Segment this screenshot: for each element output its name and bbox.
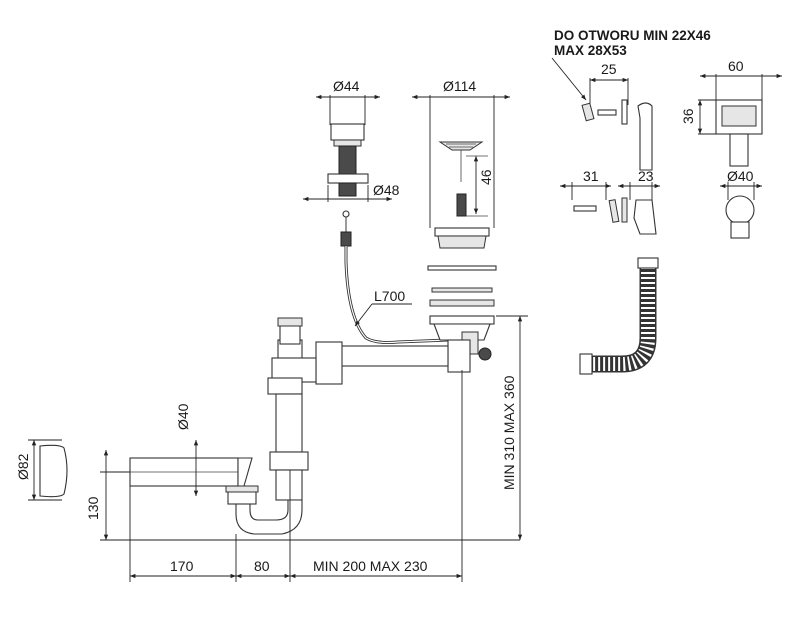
dim-w-min200-max230: MIN 200 MAX 230 — [313, 558, 428, 574]
overflow-plug-part — [303, 94, 392, 202]
dim-d82: Ø82 — [15, 453, 31, 480]
bottom-dimension-lines — [129, 370, 463, 582]
overflow-cap-parts — [560, 77, 660, 235]
dim-w23: 23 — [638, 168, 654, 184]
drain-assembly — [28, 315, 495, 535]
dim-h46: 46 — [478, 169, 494, 185]
dim-d44: Ø44 — [333, 78, 360, 94]
dim-l700: L700 — [374, 288, 405, 304]
dim-d40-side: Ø40 — [175, 403, 191, 430]
flexible-hose-part — [579, 257, 659, 375]
dim-w80: 80 — [254, 558, 270, 574]
dim-d48: Ø48 — [373, 182, 400, 198]
dim-h36: 36 — [680, 108, 696, 124]
dim-d40-top: Ø40 — [727, 168, 754, 184]
hole-note-line2: MAX 28X53 — [554, 43, 627, 58]
dim-w31: 31 — [583, 168, 599, 184]
hole-note-line1: DO OTWORU MIN 22X46 — [554, 28, 711, 43]
remote-cable — [340, 210, 449, 344]
strainer-part — [412, 94, 510, 307]
dim-d114: Ø114 — [443, 78, 476, 94]
dim-h130: 130 — [85, 496, 101, 520]
dim-h310-360-lines — [496, 315, 528, 540]
dim-h-min310-max360: MIN 310 MAX 360 — [501, 375, 517, 490]
hole-note-leader — [551, 57, 587, 101]
dim-w170: 170 — [170, 558, 194, 574]
dim-w25: 25 — [601, 61, 617, 77]
dim-w60: 60 — [728, 58, 744, 74]
overflow-head-part — [697, 73, 782, 239]
dim-h130-lines — [100, 450, 520, 541]
